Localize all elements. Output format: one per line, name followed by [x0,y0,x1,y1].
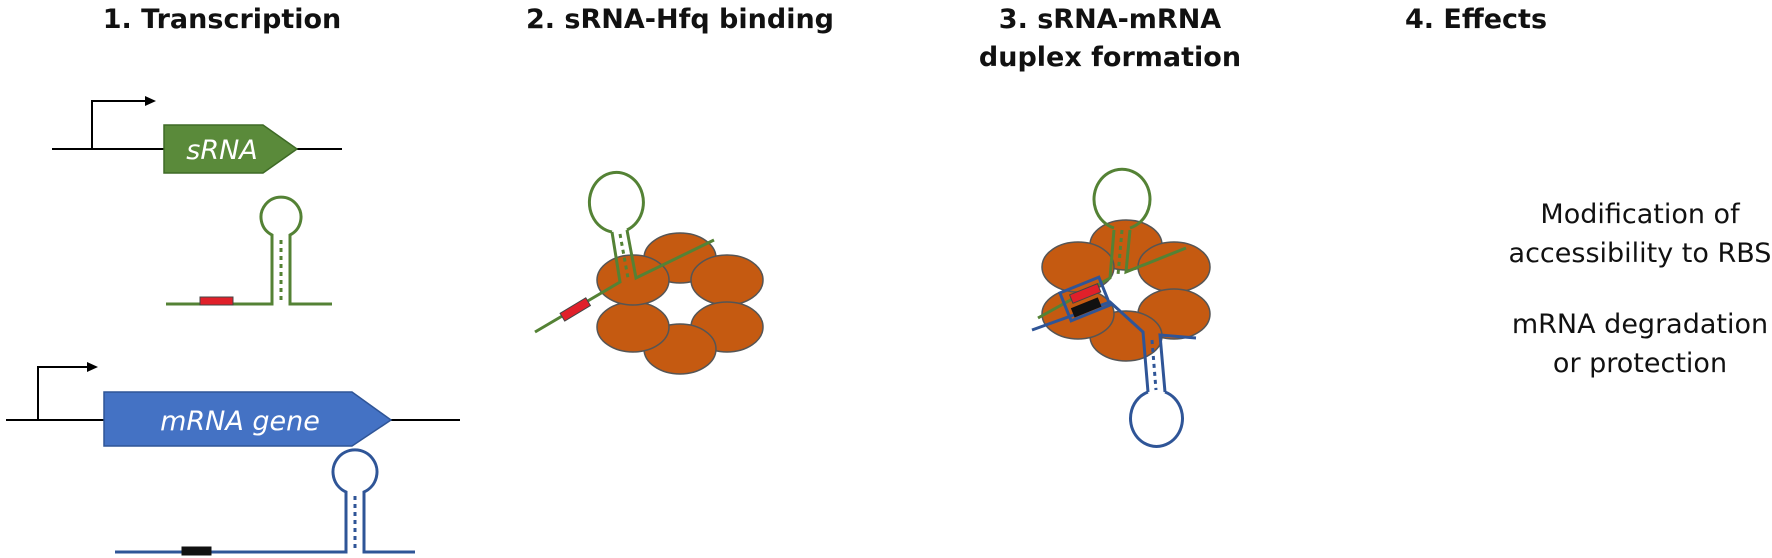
srna-rbs-box [199,296,234,306]
hfq-hexamer-step2 [596,232,764,375]
mrna-loop [1129,390,1184,448]
srna-strand [166,195,332,306]
mrna-transcript [115,448,415,556]
hfq-subunit [596,301,670,353]
mrna-seed-box [181,546,212,556]
effects-list: Modification of accessibility to RBS mRN… [1509,199,1772,379]
mrna-gene-box [103,391,393,447]
srna-loop [1092,167,1152,230]
step3-title-line1: 3. sRNA-mRNA [999,4,1222,35]
step2-title: 2. sRNA-Hfq binding [526,4,834,35]
mrna-gene: mRNA gene [6,362,460,447]
mrna-stem-pairs [1150,339,1158,391]
srna-gene-label: sRNA [186,135,258,166]
hfq-hexamer-step3 [1041,219,1211,362]
effect-degradation-line2: or protection [1553,348,1727,379]
mrna-promoter-arrow [37,366,90,420]
srna-rbs-box [559,297,592,322]
srna-gene-box [163,124,299,174]
srna-gene: sRNA [52,96,342,174]
hfq-subunit [690,254,764,306]
srna-transcript [166,195,332,306]
hfq-subunit [1137,241,1211,293]
srna-bound-step2 [534,170,715,334]
mrna-strand [115,448,415,554]
step3-title-line2: duplex formation [979,42,1241,73]
mrna-promoter-arrowhead [87,362,98,372]
effect-rbs-line2: accessibility to RBS [1509,238,1772,269]
effect-degradation-line1: mRNA degradation [1512,309,1768,340]
mrna-gene-label: mRNA gene [160,406,320,437]
step4-title: 4. Effects [1405,4,1547,35]
srna-strand [1037,229,1187,320]
srna-promoter-arrowhead [145,96,156,106]
srna-loop [587,170,645,234]
mrna-bound-step3 [1031,275,1197,448]
effect-rbs-line1: Modification of [1540,199,1741,230]
duplex-outline [1057,275,1113,323]
srna-rbs-box [1068,283,1102,304]
mrna-strand [1031,300,1197,393]
srna-bound-step3 [1037,167,1187,320]
step1-title: 1. Transcription [103,4,342,35]
mrna-seed-box [1070,297,1102,318]
srna-promoter-arrow [91,100,148,149]
